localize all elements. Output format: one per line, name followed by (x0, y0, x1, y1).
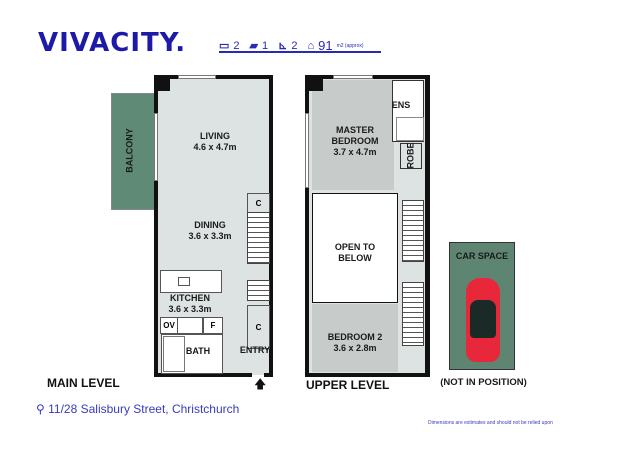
area-unit: m2 (approx) (336, 42, 364, 49)
column (158, 79, 170, 91)
sink-icon (178, 277, 190, 286)
address-text: 11/28 Salisbury Street, Christchurch (48, 402, 240, 416)
wall (154, 75, 158, 377)
master-bedroom (312, 80, 394, 190)
wall (269, 75, 273, 377)
wall (305, 373, 430, 377)
robe-label: ROBE (405, 142, 416, 169)
robe (400, 143, 422, 169)
master-bedroom-size: 3.7 x 4.7m (333, 147, 377, 157)
dining-name: DINING (194, 220, 226, 230)
car-count: 1 (262, 39, 269, 52)
bedroom-2-name: BEDROOM 2 (327, 332, 383, 342)
dining-size: 3.6 x 3.3m (188, 231, 232, 241)
cupboard: C (247, 193, 270, 213)
oven: OV (160, 317, 178, 334)
bathrooms-stat: ⊾2 (278, 39, 298, 53)
bedrooms-count: 2 (233, 39, 240, 52)
upper-level-title: UPPER LEVEL (306, 378, 390, 392)
window (305, 113, 309, 188)
cooktop (177, 317, 203, 334)
car-icon: ▰ (249, 40, 258, 52)
open-to-below-label: OPEN TO BELOW (334, 242, 376, 263)
area-value: 91 (318, 38, 333, 53)
balcony (111, 93, 158, 210)
car-space-label: CAR SPACE (455, 251, 509, 261)
bedrooms-stat: ▭2 (219, 39, 240, 53)
bedroom-2 (312, 304, 398, 372)
master-bedroom-name: MASTER BEDROOM (331, 125, 379, 146)
shower (396, 117, 424, 141)
bedroom-2-size: 3.6 x 2.8m (333, 343, 377, 353)
balcony-label: BALCONY (124, 128, 135, 173)
kitchen-name: KITCHEN (170, 293, 210, 303)
car-stat: ▰1 (249, 39, 269, 53)
window (333, 75, 373, 79)
balcony-door (154, 113, 158, 181)
stats-underline (219, 51, 381, 53)
address: ⚲ 11/28 Salisbury Street, Christchurch (36, 402, 239, 416)
bathroom (161, 334, 223, 374)
disclaimer: Dimensions are estimates and should not … (428, 420, 553, 426)
car-space-note: (NOT IN POSITION) (440, 377, 527, 388)
car-windscreen (470, 300, 496, 338)
wall (305, 75, 309, 377)
ensuite (392, 80, 424, 142)
house-icon: ⌂ (307, 39, 315, 52)
window (178, 75, 216, 79)
car-icon (466, 278, 500, 362)
cupboard: C (247, 305, 270, 349)
bathrooms-count: 2 (291, 39, 298, 52)
open-to-below (312, 193, 398, 303)
entry-arrow-icon: 🡅 (254, 377, 267, 391)
wall (264, 373, 273, 377)
wall (425, 75, 430, 377)
living-size: 4.6 x 4.7m (193, 142, 237, 152)
bed-icon: ▭ (219, 40, 230, 52)
staircase (402, 282, 424, 346)
entry-label: ENTRY (239, 345, 271, 355)
staircase (247, 212, 270, 264)
living-name: LIVING (199, 131, 230, 141)
main-level-title: MAIN LEVEL (47, 376, 120, 390)
bath-label: BATH (185, 346, 211, 356)
bathtub (163, 336, 185, 372)
ensuite-label: ENS (391, 100, 411, 110)
location-pin-icon: ⚲ (36, 402, 49, 416)
kitchen-island (160, 270, 222, 293)
fridge: F (203, 317, 223, 334)
staircase (247, 280, 270, 301)
wall (154, 373, 252, 377)
kitchen-size: 3.6 x 3.3m (168, 304, 212, 314)
column (309, 79, 323, 91)
bath-icon: ⊾ (278, 40, 288, 52)
vivacity-logo: VIVACITY. (38, 28, 187, 58)
staircase (402, 200, 424, 262)
